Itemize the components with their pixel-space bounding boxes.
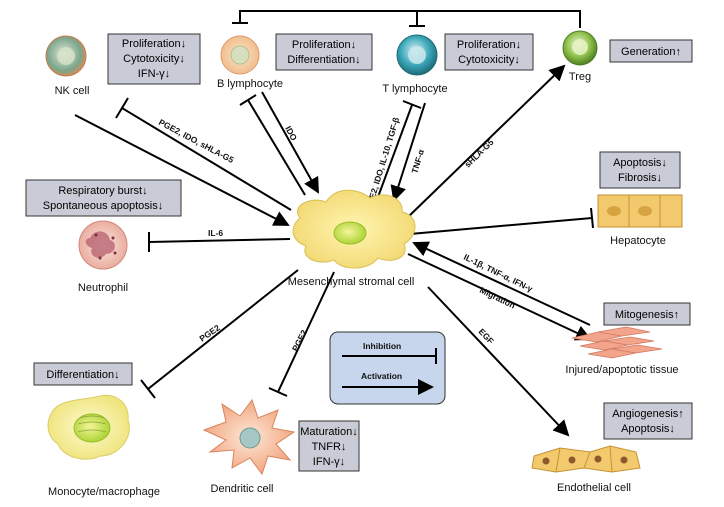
msc-inhibits-dendritic	[277, 271, 335, 393]
tissue-effects-box: Mitogenesis↑	[603, 302, 691, 326]
msc-inhibits-t	[377, 104, 413, 198]
tissue-cells: Injured/apoptotic tissue	[565, 326, 679, 376]
endothelial-cells: Endothelial cell	[531, 445, 641, 494]
msc-inhibits-monocyte	[147, 269, 299, 390]
hepatocyte-cells: Hepatocyte	[597, 194, 683, 247]
tissue-to-msc-arrow	[412, 241, 591, 326]
b-to-msc-arrow	[261, 91, 319, 194]
legend: Inhibition Activation	[329, 331, 446, 405]
neutrophil-effects-box: Respiratory burst↓ Spontaneous apoptosis…	[25, 179, 182, 217]
hepatocyte-label: Hepatocyte	[610, 235, 666, 247]
nk-cell: NK cell	[45, 35, 90, 97]
neutrophil-cell: Neutrophil	[78, 220, 128, 294]
b-label: B lymphocyte	[217, 78, 283, 90]
treg-effect-1: Generation↑	[621, 46, 681, 58]
treg-mediator: sHLA-G5	[462, 137, 495, 170]
nk-effect-3: IFN-γ↓	[138, 68, 170, 80]
msc-inhibits-neutrophil	[148, 238, 291, 243]
dendritic-mediator: PGE2	[290, 328, 309, 353]
t-effect-2: Cytotoxicity↓	[458, 54, 520, 66]
endothelial-effect-2: Apoptosis↓	[621, 423, 675, 435]
dendritic-effects-box: Maturation↓ TNFR↓ IFN-γ↓	[298, 420, 360, 472]
t-back-mediator: TNF-α	[409, 147, 426, 174]
endothelial-mediator: EGF	[477, 326, 496, 346]
tissue-mediator: IL-1β, TNF-α, IFN-γ	[462, 252, 535, 294]
hepatocyte-effect-1: Apoptosis↓	[613, 157, 667, 169]
nk-effect-1: Proliferation↓	[122, 38, 186, 50]
treg-cell: Treg	[562, 30, 598, 83]
msc-to-tissue-arrow	[407, 253, 592, 341]
t-effect-1: Proliferation↓	[457, 39, 521, 51]
nk-effect-2: Cytotoxicity↓	[123, 53, 185, 65]
msc-inhibits-b	[247, 99, 306, 196]
neutrophil-effect-2: Spontaneous apoptosis↓	[43, 200, 163, 212]
nk-label: NK cell	[55, 85, 90, 97]
monocyte-effects-box: Differentiation↓	[33, 362, 133, 386]
legend-activation-label: Activation	[361, 371, 402, 381]
neutrophil-effect-1: Respiratory burst↓	[58, 185, 147, 197]
tissue-label: Injured/apoptotic tissue	[565, 364, 678, 376]
msc-inhibits-nk	[121, 107, 292, 211]
msc-cell: Mesenchymal stromal cell	[288, 189, 416, 288]
t-effects-box: Proliferation↓ Cytotoxicity↓	[444, 33, 534, 71]
monocyte-effect-1: Differentiation↓	[46, 369, 119, 381]
msc-inhibits-hepatocyte	[409, 217, 593, 235]
monocyte-label: Monocyte/macrophage	[48, 486, 160, 498]
nk-to-msc-arrow	[74, 114, 290, 226]
treg-label: Treg	[569, 71, 591, 83]
t-label: T lymphocyte	[382, 83, 447, 95]
hepatocyte-effect-2: Fibrosis↓	[618, 172, 662, 184]
msc-activates-treg	[406, 64, 566, 219]
treg-effects-box: Generation↑	[609, 39, 693, 63]
dendritic-effect-3: IFN-γ↓	[313, 456, 345, 468]
msc-activates-endothelial	[427, 286, 570, 437]
msc-label: Mesenchymal stromal cell	[288, 276, 415, 288]
b-effect-2: Differentiation↓	[287, 54, 360, 66]
endothelial-effects-box: Angiogenesis↑ Apoptosis↓	[603, 402, 693, 440]
neutrophil-mediator: IL-6	[208, 228, 223, 238]
dendritic-effect-2: TNFR↓	[312, 441, 347, 453]
dendritic-label: Dendritic cell	[211, 483, 274, 495]
b-effects-box: Proliferation↓ Differentiation↓	[275, 33, 373, 71]
hepatocyte-effects-box: Apoptosis↓ Fibrosis↓	[599, 151, 681, 189]
t-cell: T lymphocyte	[382, 34, 448, 95]
treg-inhibition-bracket	[232, 10, 581, 28]
b-mediator: IDO	[283, 124, 299, 142]
endothelial-effect-1: Angiogenesis↑	[612, 408, 684, 420]
t-to-msc-arrow	[390, 102, 426, 202]
connections	[74, 64, 594, 437]
nk-mediator: PGE2, IDO, sHLA-G5	[157, 117, 236, 165]
monocyte-cell: Monocyte/macrophage	[47, 394, 160, 498]
neutrophil-label: Neutrophil	[78, 282, 128, 294]
dendritic-cell: Dendritic cell	[202, 398, 296, 495]
legend-inhibition-label: Inhibition	[363, 341, 401, 351]
b-effect-1: Proliferation↓	[292, 39, 356, 51]
endothelial-label: Endothelial cell	[557, 482, 631, 494]
nk-effects-box: Proliferation↓ Cytotoxicity↓ IFN-γ↓	[107, 33, 201, 85]
b-cell: B lymphocyte	[217, 35, 283, 90]
dendritic-effect-1: Maturation↓	[300, 426, 357, 438]
tissue-effect-1: Mitogenesis↑	[615, 309, 679, 321]
